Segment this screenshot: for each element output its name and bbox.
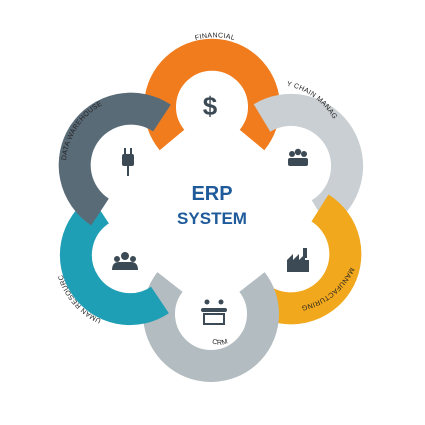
- petal-manufacturing: [253, 194, 362, 325]
- petal-human-resource: [59, 196, 169, 326]
- svg-text:$: $: [203, 91, 218, 121]
- petals: [58, 38, 364, 382]
- team-icon: [112, 252, 138, 270]
- petal-data-warehouse: [58, 92, 171, 226]
- center-title-line1: ERP: [191, 183, 232, 205]
- dollar-icon: $: [203, 91, 218, 121]
- label-crm: CRM: [211, 338, 229, 346]
- plug-icon: [122, 148, 134, 176]
- label-financial: FINANCIAL: [194, 32, 235, 42]
- factory-icon: [287, 248, 309, 272]
- people-icon: [288, 148, 308, 166]
- petal-supply-chain: [253, 93, 364, 228]
- center-title-line2: SYSTEM: [177, 209, 247, 228]
- handshake-icon: [201, 299, 227, 325]
